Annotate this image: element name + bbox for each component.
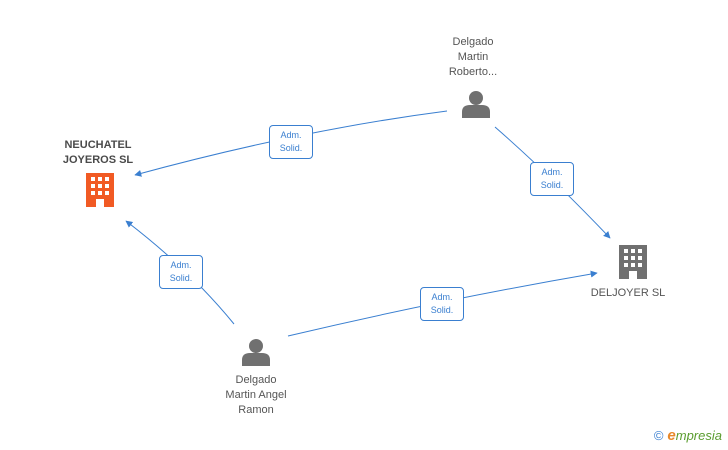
label-line: Delgado xyxy=(235,374,277,386)
label-line: Ramon xyxy=(238,404,274,416)
label-line: NEUCHATEL xyxy=(64,139,132,151)
edge-badge-ramon-neuchatel[interactable]: Adm. Solid. xyxy=(159,255,203,289)
label-line: DELJOYER SL xyxy=(590,287,666,299)
brand-name: mpresia xyxy=(675,428,722,443)
building-icon[interactable] xyxy=(619,245,647,279)
node-label-neuchatel[interactable]: NEUCHATEL JOYEROS SL xyxy=(52,138,144,168)
badge-line: Solid. xyxy=(540,180,564,190)
label-line: Delgado xyxy=(452,36,494,48)
edge-badge-roberto-deljoyer[interactable]: Adm. Solid. xyxy=(530,162,574,196)
node-label-ramon[interactable]: Delgado Martin Angel Ramon xyxy=(212,373,300,418)
node-label-deljoyer[interactable]: DELJOYER SL xyxy=(588,286,668,301)
edge-badge-roberto-neuchatel[interactable]: Adm. Solid. xyxy=(269,125,313,159)
label-line: JOYEROS SL xyxy=(62,154,134,166)
badge-line: Solid. xyxy=(169,273,193,283)
node-label-roberto[interactable]: Delgado Martin Roberto... xyxy=(436,35,510,80)
brand-watermark: ©empresia xyxy=(654,427,722,444)
badge-line: Adm. xyxy=(541,167,563,177)
person-icon[interactable] xyxy=(462,91,490,118)
edge-badge-ramon-deljoyer[interactable]: Adm. Solid. xyxy=(420,287,464,321)
badge-line: Solid. xyxy=(279,143,303,153)
building-icon[interactable] xyxy=(86,173,114,207)
label-line: Martin xyxy=(457,51,489,63)
badge-line: Adm. xyxy=(431,292,453,302)
label-line: Roberto... xyxy=(448,66,498,78)
badge-line: Adm. xyxy=(170,260,192,270)
brand-logo-e: e xyxy=(667,427,676,444)
badge-line: Solid. xyxy=(430,305,454,315)
person-icon[interactable] xyxy=(242,339,270,366)
badge-line: Adm. xyxy=(280,130,302,140)
copyright-symbol: © xyxy=(653,428,664,443)
label-line: Martin Angel xyxy=(225,389,287,401)
